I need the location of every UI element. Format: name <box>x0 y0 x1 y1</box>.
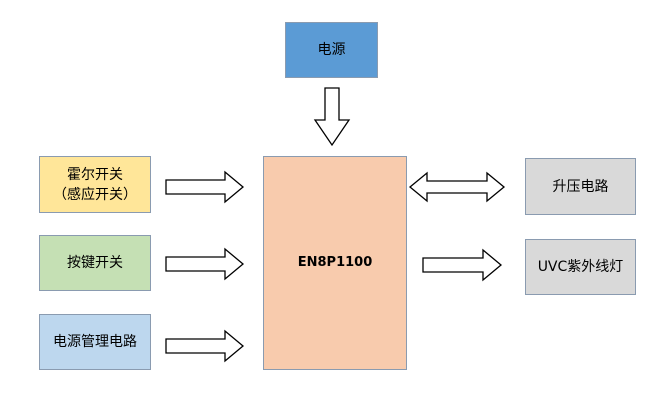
boost-circuit-box: 升压电路 <box>525 158 636 215</box>
power-management-box: 电源管理电路 <box>39 314 151 370</box>
key-switch-box: 按键开关 <box>39 235 151 291</box>
arrow-hall-to-mcu <box>165 170 245 204</box>
arrow-power-to-mcu <box>313 87 351 147</box>
arrow-mcu-to-uvc <box>422 248 503 282</box>
power-label: 电源 <box>317 42 346 58</box>
arrow-pmgmt-to-mcu <box>165 329 245 363</box>
power-management-label: 电源管理电路 <box>53 334 137 350</box>
power-box: 电源 <box>285 22 378 78</box>
mcu-label: EN8P1100 <box>297 255 373 270</box>
hall-switch-box: 霍尔开关 （感应开关） <box>39 156 151 213</box>
mcu-box: EN8P1100 <box>263 156 407 370</box>
hall-switch-label: 霍尔开关 （感应开关） <box>53 166 137 203</box>
arrow-mcu-boost-bidirectional <box>408 171 506 203</box>
uvc-lamp-box: UVC紫外线灯 <box>525 239 636 295</box>
arrow-key-to-mcu <box>165 247 245 281</box>
uvc-lamp-label: UVC紫外线灯 <box>537 259 624 275</box>
boost-circuit-label: 升压电路 <box>552 178 609 195</box>
key-switch-label: 按键开关 <box>67 255 123 271</box>
